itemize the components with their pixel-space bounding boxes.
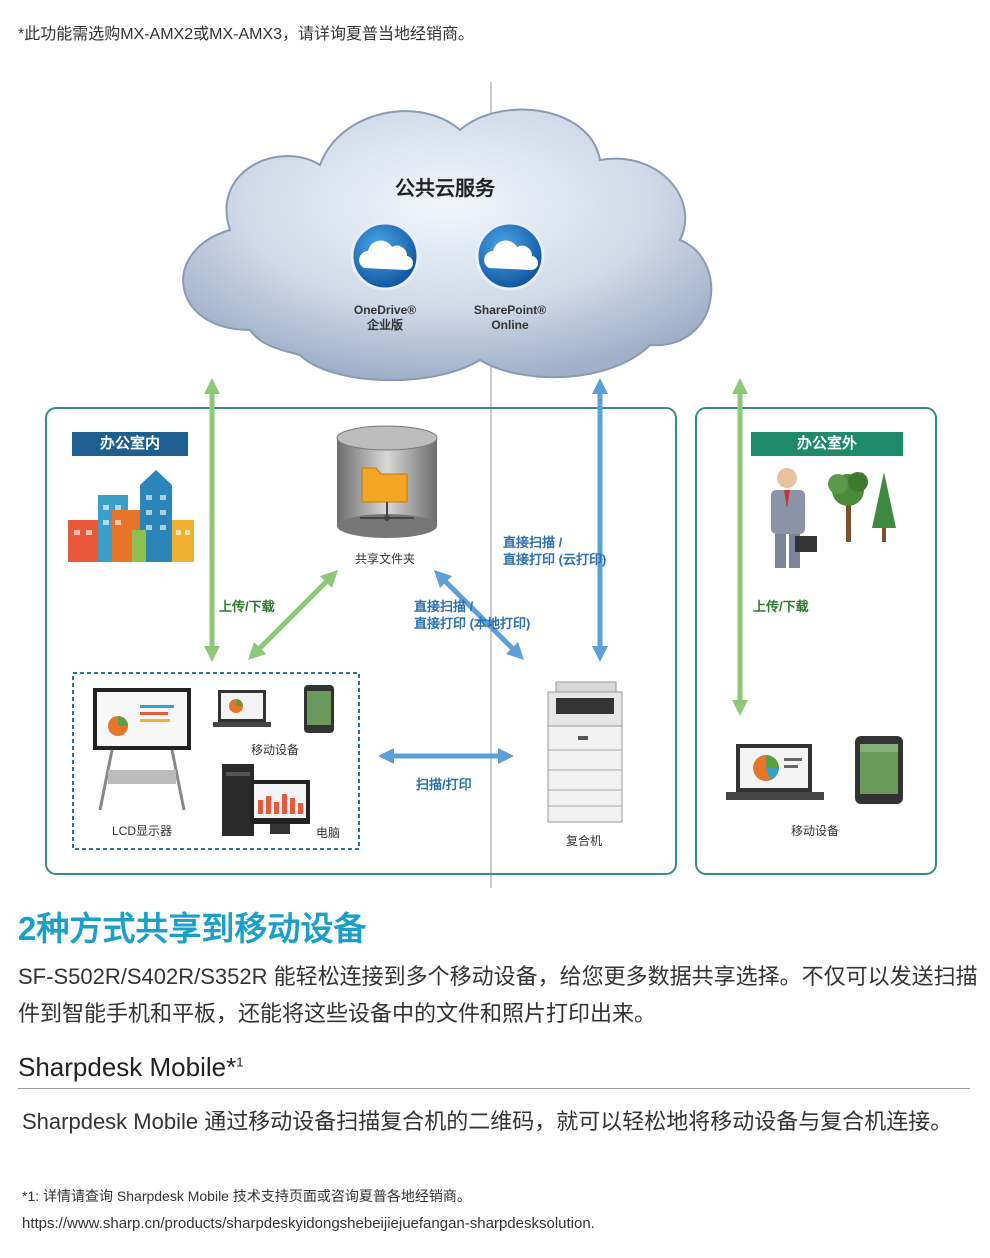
top-note: *此功能需选购MX-AMX2或MX-AMX3，请详询夏普当地经销商。 (18, 26, 475, 43)
onedrive-icon (350, 221, 420, 291)
inside-tag-bg (72, 432, 188, 456)
desktop-pc-icon (222, 764, 310, 836)
sharepoint-edition: Online (491, 318, 529, 332)
direct-local-line2: 直接打印 (本地打印) (414, 616, 531, 631)
shared-folder-label: 共享文件夹 (355, 552, 416, 566)
shared-folder-icon (336, 425, 438, 538)
trees-icon (828, 472, 896, 542)
sharepoint-name: SharePoint® (473, 303, 547, 317)
blue-arrows (378, 378, 608, 764)
diagram-graphics (45, 82, 937, 888)
inside-office-tag: 办公室内 (99, 435, 160, 452)
lcd-label: LCD显示器 (112, 824, 173, 838)
laptop-outside-icon (726, 744, 824, 800)
footnote: *1: 详情请查询 Sharpdesk Mobile 技术支持页面或咨询夏普各地… (22, 1188, 471, 1204)
subheading-footnote-mark: 1 (236, 1054, 244, 1070)
sharepoint-icon (475, 221, 545, 291)
onedrive-name: OneDrive® (353, 303, 417, 317)
upload-download-right-label: 上传/下载 (753, 599, 809, 614)
cloud-title: 公共云服务 (395, 178, 495, 200)
direct-local-label: 直接扫描 / 直接打印 (本地打印) (414, 598, 530, 632)
direct-local-line1: 直接扫描 / (414, 599, 474, 614)
scan-print-label: 扫描/打印 (416, 777, 472, 792)
sharepoint-label: SharePoint® Online (460, 303, 560, 333)
upload-download-left-label: 上传/下载 (219, 599, 275, 614)
outside-office-tag: 办公室外 (796, 435, 857, 452)
outside-tag-bg (751, 432, 903, 456)
green-arrows (204, 378, 748, 716)
smartphone-outside-icon (855, 736, 903, 804)
onedrive-edition: 企业版 (366, 318, 403, 332)
direct-cloud-line1: 直接扫描 / (503, 535, 563, 550)
cloud-sharing-diagram: 公共云服务 OneDrive® 企业版 SharePoint® Online 办… (0, 60, 990, 890)
direct-cloud-label: 直接扫描 / 直接打印 (云打印) (503, 534, 606, 568)
subheading-divider (18, 1088, 970, 1089)
cloud-shape (182, 108, 713, 382)
mobile-outside-label: 移动设备 (791, 824, 840, 838)
smartphone-icon (304, 685, 334, 733)
sharpdesk-subheading: Sharpdesk Mobile*1 (18, 1052, 243, 1083)
inside-office-panel (45, 407, 677, 875)
onedrive-label: OneDrive® 企业版 (335, 303, 435, 333)
support-url[interactable]: https://www.sharp.cn/products/sharpdesky… (22, 1215, 595, 1232)
section-heading: 2种方式共享到移动设备 (18, 910, 367, 947)
device-group-box (72, 672, 360, 850)
mobile-inside-label: 移动设备 (251, 743, 300, 757)
outside-office-panel (695, 407, 937, 875)
mfp-printer-icon (547, 681, 623, 823)
sharpdesk-paragraph: Sharpdesk Mobile 通过移动设备扫描复合机的二维码，就可以轻松地将… (22, 1109, 953, 1134)
subheading-text: Sharpdesk Mobile* (18, 1052, 237, 1082)
mfp-label: 复合机 (566, 834, 603, 848)
intro-paragraph: SF-S502R/S402R/S352R 能轻松连接到多个移动设备，给您更多数据… (18, 964, 978, 1026)
direct-cloud-line2: 直接打印 (云打印) (503, 552, 607, 567)
businessman-icon (771, 468, 817, 568)
pc-label: 电脑 (316, 826, 341, 840)
laptop-icon (213, 690, 271, 727)
lcd-display-icon (93, 688, 191, 811)
buildings-icon (68, 470, 194, 562)
